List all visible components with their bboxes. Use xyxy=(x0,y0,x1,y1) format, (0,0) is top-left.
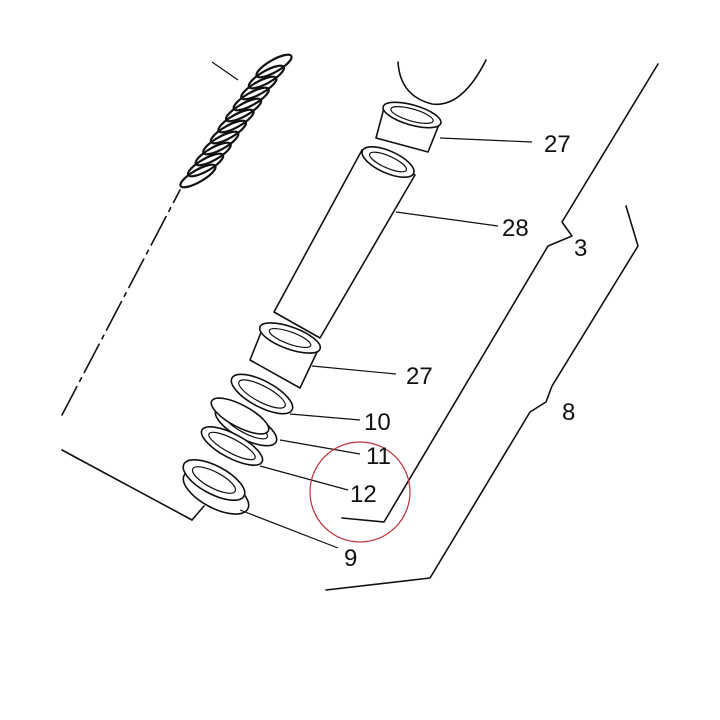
spring-coil-loop xyxy=(179,163,217,189)
tube xyxy=(273,146,416,339)
callout-11: 11 xyxy=(366,443,391,470)
callout-9: 9 xyxy=(344,545,357,572)
callout-12: 12 xyxy=(350,481,377,508)
bracket-group-8 xyxy=(325,205,639,591)
leader-lines xyxy=(239,137,533,549)
bearing-11 xyxy=(210,397,278,447)
spring-coil xyxy=(179,53,293,189)
callout-8: 8 xyxy=(562,399,575,426)
seat-9 xyxy=(182,459,250,515)
highlight-circle xyxy=(309,441,411,543)
bushing-top xyxy=(375,101,442,153)
ring-12 xyxy=(200,426,264,466)
bracket-group-3 xyxy=(341,63,659,523)
housing-outline-left xyxy=(61,61,239,521)
callout-27-top: 27 xyxy=(544,131,571,158)
callout-27-bottom: 27 xyxy=(406,363,433,390)
callout-10: 10 xyxy=(364,409,391,436)
ring-10 xyxy=(230,373,294,415)
upper-housing xyxy=(397,59,487,106)
callout-3: 3 xyxy=(574,235,587,262)
callout-28: 28 xyxy=(502,215,529,242)
bushing-bottom xyxy=(249,322,322,389)
